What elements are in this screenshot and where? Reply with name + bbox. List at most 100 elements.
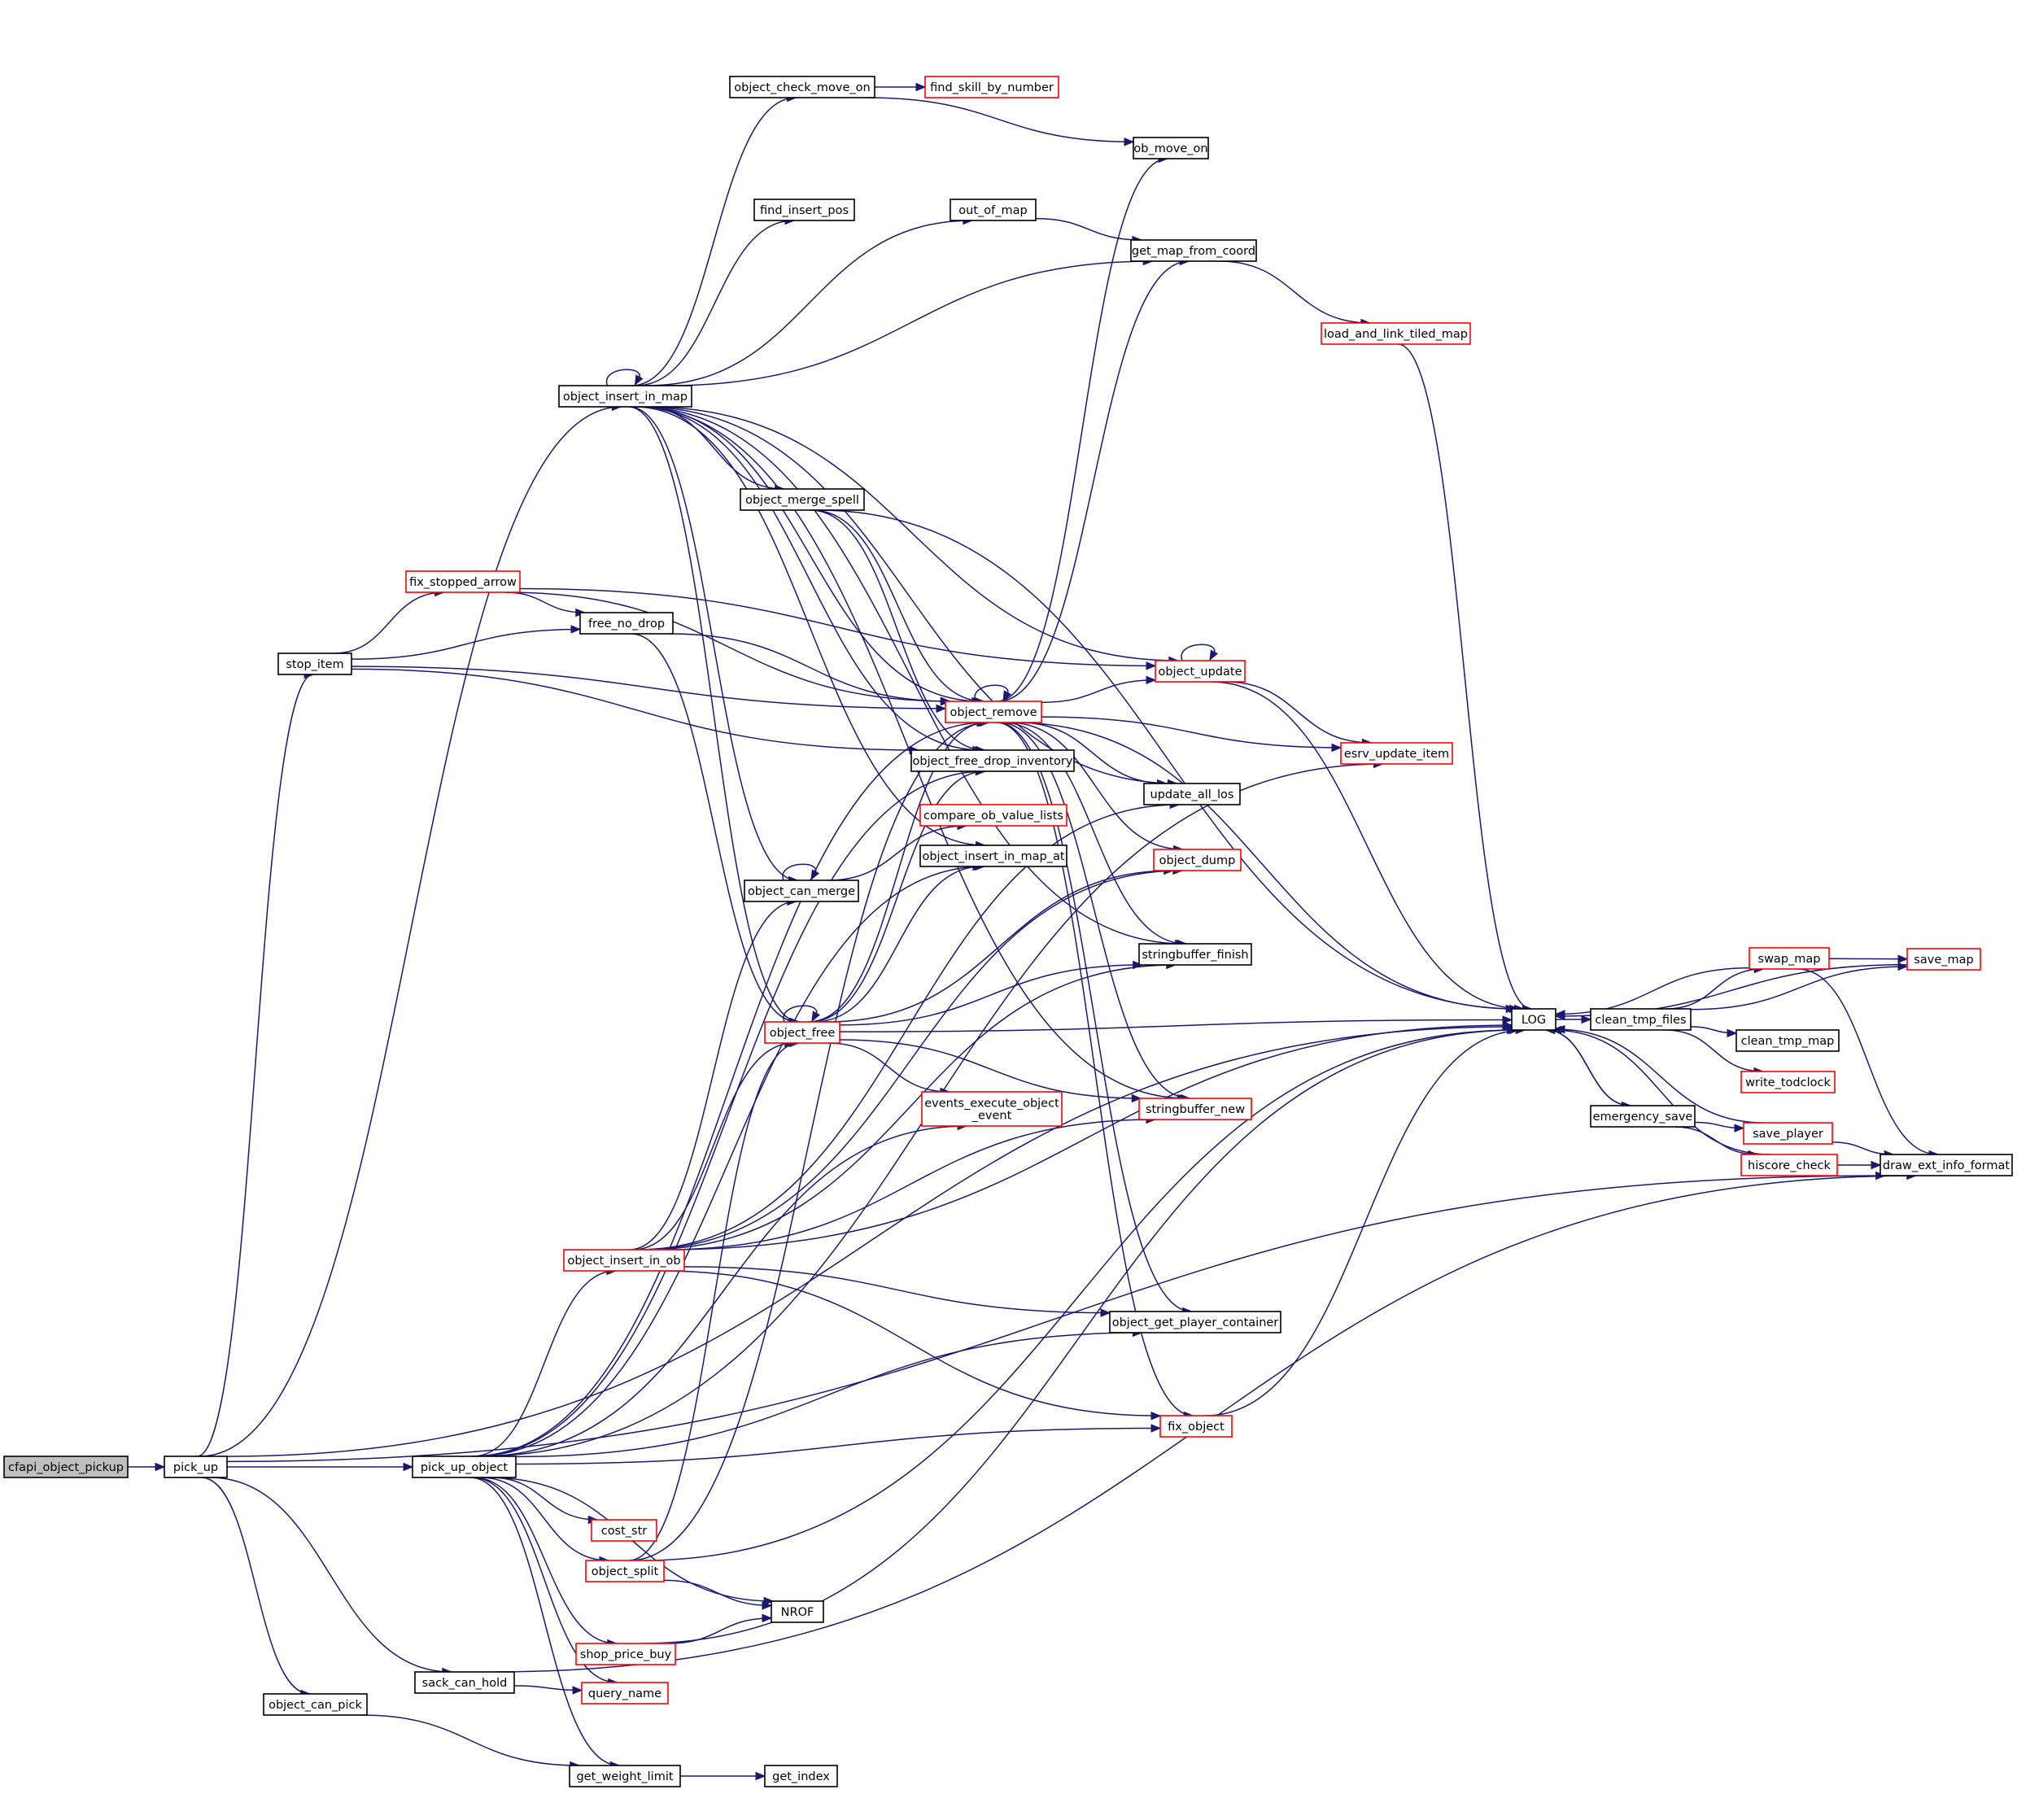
edge-emergency_save-to-save_player (1694, 1121, 1745, 1133)
node-save-player[interactable]: save_player (1743, 1122, 1833, 1145)
edge-emergency_save-to-LOG (1544, 1025, 1631, 1106)
node-label: pick_up_object (421, 1461, 508, 1474)
arrowhead-icon (572, 1686, 583, 1695)
node-object-insert-in-map-at[interactable]: object_insert_in_map_at (919, 845, 1067, 867)
node-stringbuffer-finish[interactable]: stringbuffer_finish (1138, 943, 1252, 966)
node-label: cost_str (601, 1525, 648, 1538)
node-object-insert-in-ob[interactable]: object_insert_in_ob (563, 1249, 685, 1272)
arrowhead-icon (762, 1601, 773, 1610)
node-cost-str[interactable]: cost_str (591, 1519, 657, 1542)
node-object-can-pick[interactable]: object_can_pick (263, 1693, 368, 1716)
node-draw-ext-info-format[interactable]: draw_ext_info_format (1879, 1154, 2013, 1176)
arrowhead-icon (811, 1010, 821, 1023)
edge-line (839, 1039, 1142, 1099)
node-object-merge-spell[interactable]: object_merge_spell (740, 488, 865, 511)
node-update-all-los[interactable]: update_all_los (1143, 783, 1241, 805)
node-box (164, 1456, 228, 1478)
node-shop-price-buy[interactable]: shop_price_buy (575, 1643, 676, 1665)
edge-object_remove-to-ob_move_on (997, 154, 1169, 702)
node-box (764, 1021, 840, 1044)
edge-line (628, 1042, 799, 1561)
node-find-skill-by-number[interactable]: find_skill_by_number (924, 76, 1059, 98)
node-clean-tmp-map[interactable]: clean_tmp_map (1735, 1029, 1840, 1052)
edge-object_split-to-NROF (663, 1579, 773, 1610)
edge-line (360, 1714, 579, 1766)
arrowhead-icon (1897, 962, 1909, 971)
node-clean-tmp-files[interactable]: clean_tmp_files (1590, 1008, 1692, 1031)
node-object-insert-in-map[interactable]: object_insert_in_map (558, 385, 692, 408)
node-hiscore-check[interactable]: hiscore_check (1740, 1154, 1838, 1176)
node-events-execute-object-event[interactable]: events_execute_object_event (921, 1091, 1063, 1127)
edge-sack_can_hold-to-query_name (513, 1685, 583, 1695)
node-box (1511, 1008, 1556, 1031)
node-save-map[interactable]: save_map (1906, 948, 1981, 971)
edge-line (629, 406, 798, 881)
node-out-of-map[interactable]: out_of_map (950, 199, 1037, 221)
node-pick-up[interactable]: pick_up (164, 1456, 228, 1478)
node-label: swap_map (1758, 953, 1821, 966)
node-fix-object[interactable]: fix_object (1159, 1415, 1233, 1438)
node-label: stop_item (286, 658, 343, 671)
edge-line (1007, 722, 1183, 850)
node-find-insert-pos[interactable]: find_insert_pos (753, 199, 855, 221)
node-object-free[interactable]: object_free (764, 1021, 840, 1044)
node-write-todclock[interactable]: write_todclock (1740, 1071, 1836, 1093)
node-free-no-drop[interactable]: free_no_drop (579, 612, 674, 635)
node-box (1740, 1071, 1836, 1093)
node-stop-item[interactable]: stop_item (277, 652, 352, 675)
edge-object_free-to-LOG (839, 1015, 1513, 1032)
node-box (579, 612, 674, 635)
node-box (950, 199, 1037, 221)
edge-line (351, 666, 946, 709)
node-object-update[interactable]: object_update (1155, 660, 1246, 683)
node-pick-up-object[interactable]: pick_up_object (412, 1456, 517, 1478)
edge-pick_up-to-stop_item (197, 670, 315, 1457)
node-label: ob_move_on (1133, 142, 1207, 155)
edge-object_remove-to-esrv_update_item (1041, 716, 1342, 753)
node-label: object_can_pick (268, 1699, 362, 1712)
edge-line (1011, 722, 1516, 1010)
edge-line (839, 964, 1142, 1026)
node-compare-ob-value-lists[interactable]: compare_ob_value_lists (919, 804, 1067, 827)
edge-hiscore_check-to-LOG (1551, 1025, 1771, 1155)
node-object-remove[interactable]: object_remove (945, 701, 1042, 723)
node-get-index[interactable]: get_index (764, 1765, 838, 1787)
edge-line (663, 1579, 772, 1607)
node-label: _event (971, 1110, 1012, 1123)
node-box (1879, 1154, 2013, 1176)
node-object-get-player-container[interactable]: object_get_player_container (1109, 1311, 1281, 1333)
edge-line (519, 587, 1156, 667)
node-object-can-merge[interactable]: object_can_merge (744, 879, 859, 902)
edge-object_free-to-object_dump (826, 866, 1175, 1023)
edge-line (480, 1477, 609, 1561)
node-swap-map[interactable]: swap_map (1749, 947, 1830, 970)
node-object-free-drop-inventory[interactable]: object_free_drop_inventory (910, 749, 1075, 772)
node-get-weight-limit[interactable]: get_weight_limit (569, 1765, 681, 1787)
node-emergency-save[interactable]: emergency_save (1590, 1105, 1696, 1128)
node-query-name[interactable]: query_name (581, 1682, 669, 1704)
node-label: cfapi_object_pickup (8, 1461, 124, 1474)
node-ob-move-on[interactable]: ob_move_on (1133, 137, 1209, 159)
arrowhead-icon (1146, 661, 1157, 670)
node-fix-stopped-arrow[interactable]: fix_stopped_arrow (405, 570, 521, 593)
node-label: object_check_move_on (734, 81, 870, 94)
node-label: out_of_map (958, 204, 1027, 217)
arrowhead-icon (1124, 137, 1135, 146)
edge-object_update-to-object_update (1181, 644, 1219, 661)
node-NROF[interactable]: NROF (771, 1600, 824, 1623)
node-stringbuffer-new[interactable]: stringbuffer_new (1138, 1098, 1252, 1120)
node-esrv-update-item[interactable]: esrv_update_item (1340, 742, 1453, 765)
node-LOG[interactable]: LOG (1511, 1008, 1556, 1031)
node-object-check-move-on[interactable]: object_check_move_on (729, 76, 875, 98)
node-box (412, 1456, 517, 1478)
edge-line (226, 1175, 1885, 1463)
node-get-map-from-coord[interactable]: get_map_from_coord (1130, 239, 1257, 262)
node-load-and-link-tiled-map[interactable]: load_and_link_tiled_map (1321, 322, 1471, 345)
edge-line (334, 591, 444, 654)
edge-pick_up-to-object_can_pick (201, 1477, 312, 1699)
node-object-dump[interactable]: object_dump (1153, 849, 1242, 871)
node-object-split[interactable]: object_split (585, 1560, 665, 1582)
node-label: write_todclock (1745, 1076, 1831, 1089)
node-sack-can-hold[interactable]: sack_can_hold (414, 1671, 515, 1694)
